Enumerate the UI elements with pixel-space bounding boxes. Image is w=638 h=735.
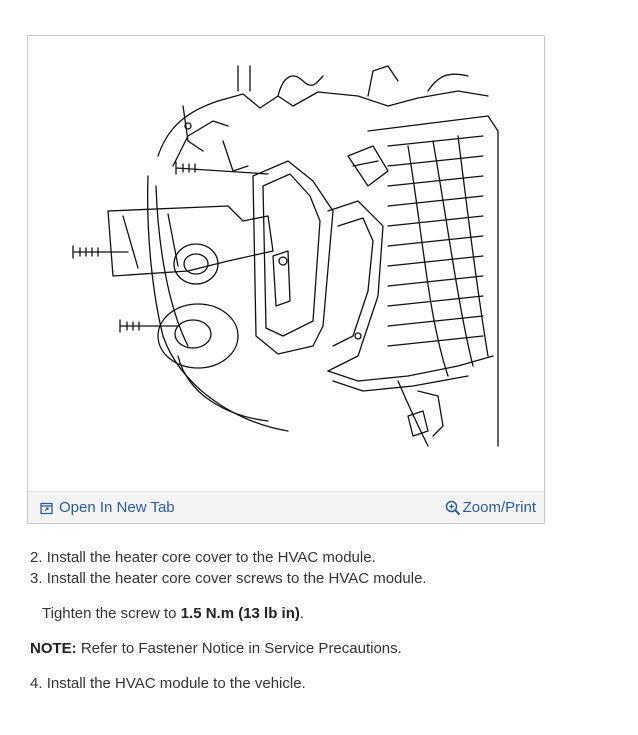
torque-value: 1.5 N.m (13 lb in) bbox=[180, 605, 300, 622]
note-label: NOTE: bbox=[30, 640, 77, 657]
step-number: 2. bbox=[30, 549, 43, 566]
open-new-tab-icon bbox=[40, 502, 53, 514]
torque-spec: Tighten the screw to 1.5 N.m (13 lb in). bbox=[30, 603, 620, 624]
zoom-print-label: Zoom/Print bbox=[462, 499, 536, 516]
step-text: Install the HVAC module to the vehicle. bbox=[46, 675, 306, 692]
zoom-print-link[interactable]: Zoom/Print bbox=[445, 499, 536, 517]
step-2: 2. Install the heater core cover to the … bbox=[30, 547, 620, 568]
note: NOTE: Refer to Fastener Notice in Servic… bbox=[30, 638, 620, 659]
step-number: 4. bbox=[30, 675, 43, 692]
spacer bbox=[30, 589, 620, 603]
step-text: Install the heater core cover screws to … bbox=[46, 570, 427, 587]
step-text: Install the heater core cover to the HVA… bbox=[46, 549, 376, 566]
instructions: 2. Install the heater core cover to the … bbox=[30, 547, 620, 694]
note-text: Refer to Fastener Notice in Service Prec… bbox=[76, 640, 402, 657]
figure-container: Open In New Tab Zoom/Print bbox=[27, 35, 545, 524]
torque-prefix: Tighten the screw to bbox=[42, 605, 181, 622]
figure-toolbar: Open In New Tab Zoom/Print bbox=[28, 491, 544, 523]
open-new-tab-link[interactable]: Open In New Tab bbox=[40, 499, 175, 517]
step-4: 4. Install the HVAC module to the vehicl… bbox=[30, 673, 620, 694]
zoom-magnifier-icon bbox=[445, 500, 460, 516]
spacer bbox=[30, 624, 620, 638]
step-3: 3. Install the heater core cover screws … bbox=[30, 568, 620, 589]
step-number: 3. bbox=[30, 570, 43, 587]
hvac-module-diagram bbox=[72, 65, 499, 447]
open-new-tab-label: Open In New Tab bbox=[59, 499, 175, 516]
spacer bbox=[30, 659, 620, 673]
torque-suffix: . bbox=[299, 605, 305, 622]
